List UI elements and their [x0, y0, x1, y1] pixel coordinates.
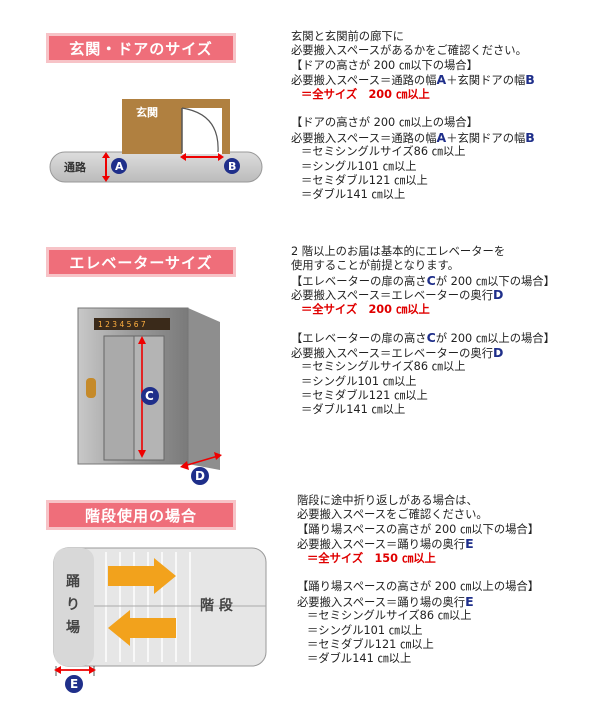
entrance-label: 玄関: [136, 105, 158, 119]
marker-d-icon: [191, 467, 209, 485]
elevator-diagram: 1 2 3 4 5 6 7 C D: [77, 307, 222, 485]
elevator-door-left: [103, 335, 135, 461]
door-diagram: 玄関 通路 A B: [49, 99, 263, 183]
elevator-side: [188, 308, 220, 470]
stairs-text: 階段に途中折り返しがある場合は、 必要搬入スペースをご確認ください。 【踊り場ス…: [297, 494, 540, 666]
landing-char-1: 踊: [66, 574, 80, 590]
marker-c-icon: [141, 387, 159, 405]
marker-b-icon: [224, 158, 240, 174]
elevator-text: 2 階以上のお届は基本的にエレベーターを 使用することが前提となります。 【エレ…: [291, 245, 555, 417]
stairs-label: 階 段: [200, 597, 233, 614]
section-title: エレベーターサイズ: [69, 253, 213, 272]
svg-text:A: A: [115, 160, 124, 173]
landing-area: [54, 548, 94, 666]
landing-char-3: 場: [66, 619, 80, 636]
stairs-result-all: ＝全サイズ 150 ㎝以上: [307, 551, 436, 565]
svg-text:E: E: [70, 677, 78, 691]
section-header-stairs: 階段使用の場合: [46, 500, 236, 530]
door-swing-icon: [181, 107, 219, 153]
stairs-diagram: 踊 り 場 階 段 E: [53, 547, 267, 693]
door-result-all: ＝全サイズ 200 ㎝以上: [301, 87, 430, 101]
floor-numbers: 1 2 3 4 5 6 7: [98, 320, 146, 329]
depth-arrow-d: [183, 455, 219, 467]
svg-text:B: B: [228, 160, 236, 173]
corridor-label: 通路: [64, 160, 87, 174]
landing-char-2: り: [66, 597, 80, 613]
section-header-elevator: エレベーターサイズ: [46, 247, 236, 277]
section-title: 階段使用の場合: [84, 506, 197, 525]
svg-text:C: C: [145, 389, 154, 403]
elevator-result-all: ＝全サイズ 200 ㎝以上: [301, 302, 430, 316]
svg-text:D: D: [195, 469, 205, 483]
section-header-door: 玄関・ドアのサイズ: [46, 33, 236, 63]
arrow-left-icon: [108, 610, 176, 646]
section-title: 玄関・ドアのサイズ: [69, 39, 213, 58]
call-button-icon: [86, 378, 96, 398]
arrow-right-icon: [108, 558, 176, 594]
floor-indicator: [94, 318, 170, 330]
marker-a-icon: [111, 158, 127, 174]
marker-e-icon: [65, 675, 83, 693]
door-text: 玄関と玄関前の廊下に 必要搬入スペースがあるかをご確認ください。 【ドアの高さが…: [291, 30, 535, 202]
